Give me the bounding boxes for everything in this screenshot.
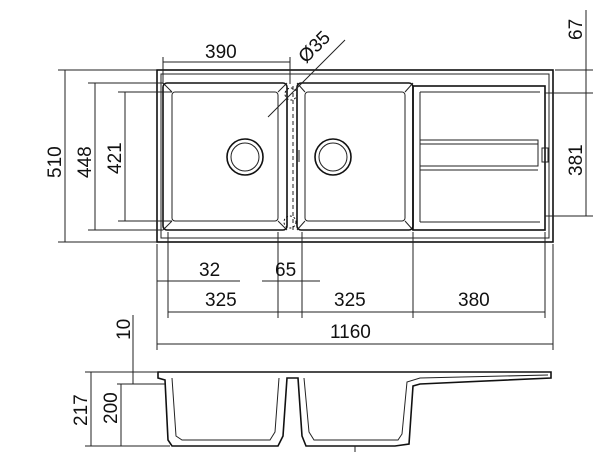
side-view-inner: [171, 374, 549, 441]
right-bowl-inner: [304, 91, 406, 222]
drainboard-groove: [419, 139, 539, 167]
side-view-outline: [157, 371, 552, 447]
dim-65-label: 65: [275, 260, 296, 281]
dim-leader-diameter: [267, 39, 346, 118]
dim-32-label: 32: [199, 260, 220, 281]
left-bowl-inner: [171, 91, 279, 222]
left-drain-outer: [226, 138, 264, 176]
dim-421-label: 421: [105, 142, 126, 174]
dim-1160-label: 1160: [330, 322, 371, 343]
dim-217-label: 217: [71, 394, 92, 426]
left-bowl-corner: [162, 220, 173, 231]
dim-448-label: 448: [75, 146, 96, 178]
left-bowl-outer: [162, 82, 288, 231]
dim-10-label: 10: [114, 319, 135, 340]
tap-hole-top: [284, 87, 298, 101]
dim-200-label: 200: [101, 392, 122, 424]
right-bowl-corner: [404, 220, 414, 231]
left-bowl-corner: [277, 82, 288, 93]
dim-325-left-label: 325: [205, 290, 237, 311]
left-bowl-corner: [277, 220, 288, 231]
dim-381-label: 381: [566, 144, 587, 176]
dim-390-label: 390: [205, 42, 237, 63]
dim-diameter-label: Ø35: [295, 27, 335, 67]
right-bowl-corner: [296, 82, 306, 93]
right-bowl-corner: [296, 220, 306, 231]
tap-hole-bottom: [283, 215, 297, 229]
dim-510-label: 510: [45, 146, 66, 178]
dim-67-label: 67: [566, 19, 587, 40]
drainboard-area: [412, 85, 546, 231]
right-bowl-corner: [404, 82, 414, 93]
dim-380-label: 380: [458, 290, 490, 311]
right-drain-inner: [318, 142, 348, 172]
sink-inner-outline: [160, 73, 550, 239]
right-drain-outer: [314, 138, 352, 176]
dim-325-right-label: 325: [334, 290, 366, 311]
left-bowl-corner: [162, 82, 173, 93]
sink-outer-outline: [156, 69, 554, 243]
overflow-slot: [541, 147, 549, 163]
left-drain-inner: [230, 142, 260, 172]
